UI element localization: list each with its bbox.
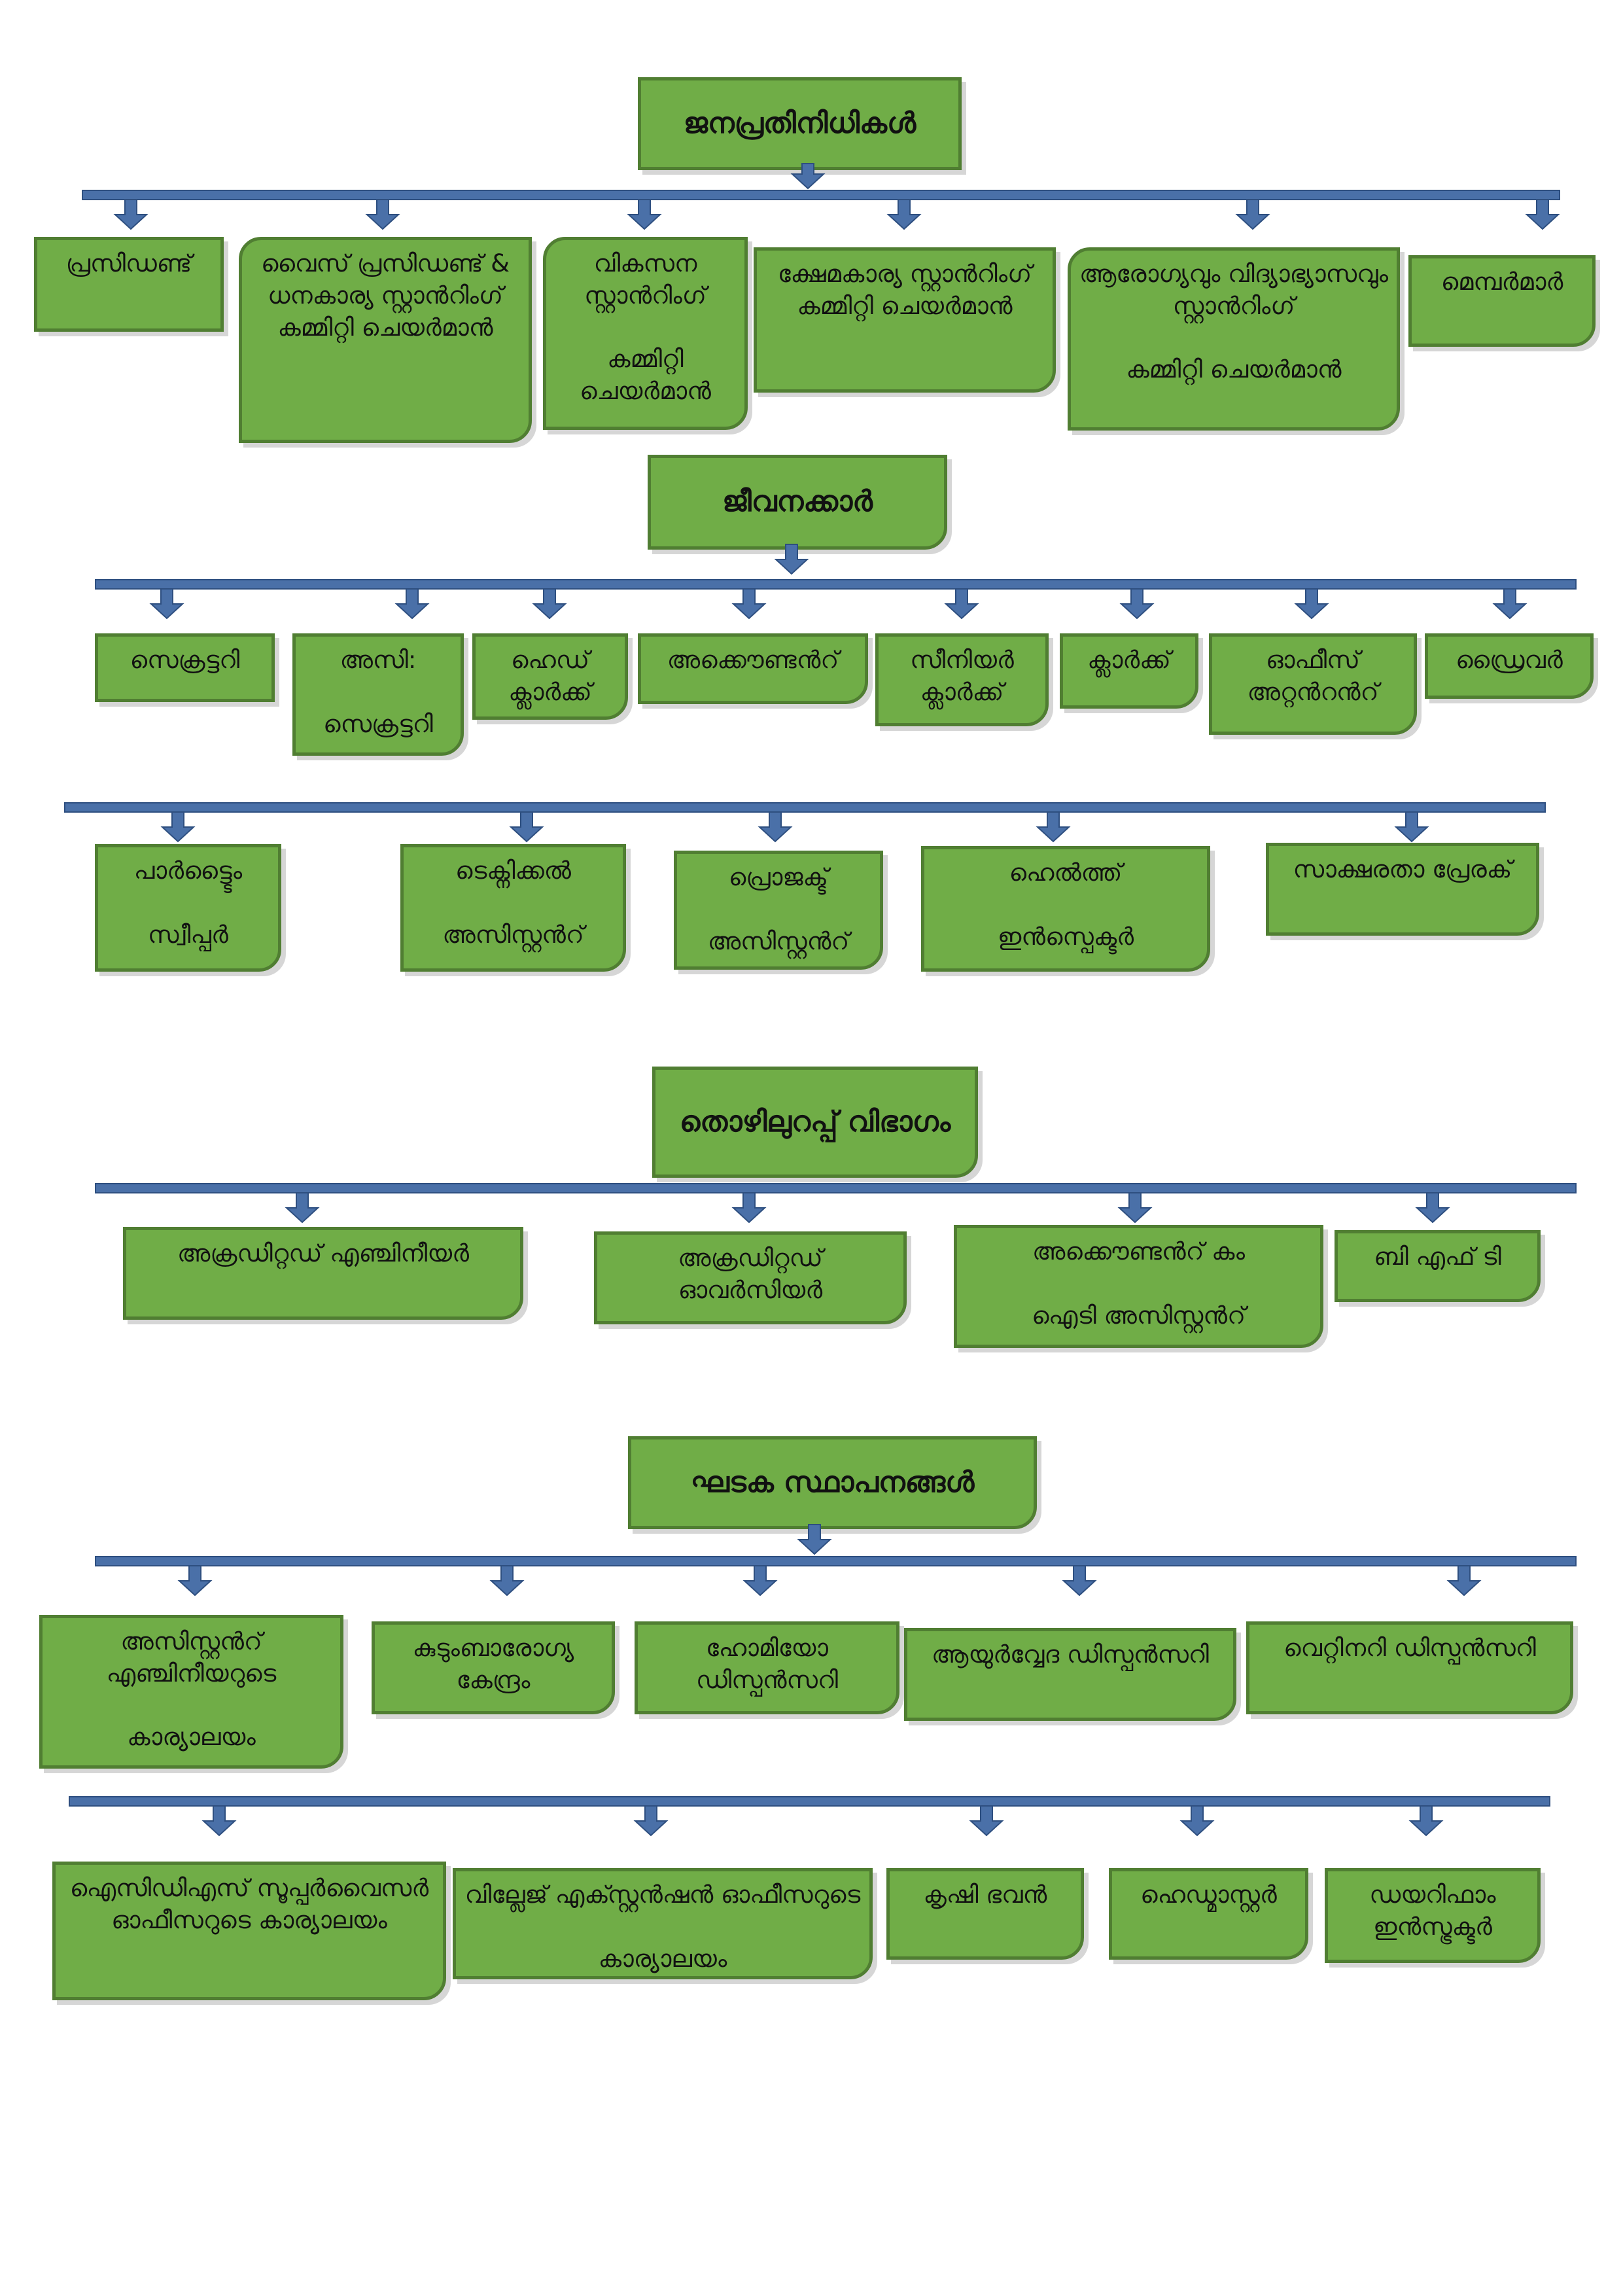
down-arrow-icon <box>1415 1192 1450 1224</box>
rep-members: മെമ്പർമാർ <box>1408 255 1596 347</box>
down-arrow-icon <box>731 588 767 620</box>
down-arrow-icon <box>1235 199 1270 230</box>
staff-project-assistant: പ്രൊജക്ട് അസിസ്റ്റൻറ് <box>674 851 883 970</box>
staff-health-inspector: ഹെൽത്ത് ഇൻസ്പെക്ടർ <box>921 846 1210 972</box>
rep-vice-president: വൈസ് പ്രസിഡണ്ട് & ധനകാര്യ സ്റ്റാൻറിംഗ് ക… <box>239 237 532 443</box>
staff-head-clerk: ഹെഡ് ക്ലാർക്ക് <box>472 633 628 720</box>
down-arrow-icon <box>758 811 793 843</box>
down-arrow-icon <box>509 811 544 843</box>
inst-dairy-farm-instructor: ഡയറിഫാം ഇൻസ്ട്രക്ടർ <box>1325 1868 1541 1963</box>
down-arrow-icon <box>1179 1805 1215 1837</box>
down-arrow-icon <box>1525 199 1560 230</box>
rep-welfare-chair: ക്ഷേമകാര്യ സ്റ്റാൻറിംഗ് കമ്മിറ്റി ചെയർമാ… <box>754 247 1056 393</box>
down-arrow-icon <box>731 1192 767 1224</box>
rep-development-chair: വികസന സ്റ്റാൻറിംഗ് കമ്മിറ്റി ചെയർമാൻ <box>543 237 748 430</box>
staff-technical-assistant: ടെക്നിക്കൽ അസിസ്റ്റൻറ് <box>400 844 626 972</box>
down-arrow-icon <box>1119 588 1155 620</box>
down-arrow-icon <box>1394 811 1429 843</box>
down-arrow-icon <box>394 588 430 620</box>
inst-ayurveda-dispensary: ആയുർവ്വേദ ഡിസ്പൻസറി <box>904 1628 1236 1721</box>
staff-connector-bar <box>95 579 1577 590</box>
down-arrow-icon <box>944 588 979 620</box>
down-arrow-icon <box>160 811 196 843</box>
down-arrow-icon <box>365 199 400 230</box>
inst-veterinary-dispensary: വെറ്റിനറി ഡിസ്പൻസറി <box>1246 1621 1573 1714</box>
down-arrow-icon <box>1117 1192 1153 1224</box>
down-arrow-icon <box>532 588 567 620</box>
staff-office-attendant: ഓഫീസ് അറ്റൻറൻറ് <box>1209 633 1417 735</box>
inst-headmaster: ഹെഡ്മാസ്റ്റർ <box>1109 1868 1308 1960</box>
down-arrow-icon <box>489 1565 525 1597</box>
down-arrow-icon <box>886 199 922 230</box>
down-arrow-icon <box>1036 811 1071 843</box>
down-arrow-icon <box>177 1565 213 1597</box>
down-arrow-icon <box>633 1805 669 1837</box>
staff-secretary: സെക്രട്ടറി <box>95 633 275 702</box>
down-arrow-icon <box>1408 1805 1444 1837</box>
inst-village-extension-office: വില്ലേജ് എക്സ്റ്റൻഷൻ ഓഫീസറുടെ കാര്യാലയം <box>453 1868 873 1979</box>
down-arrow-icon <box>627 199 662 230</box>
down-arrow-icon <box>1062 1565 1097 1597</box>
representatives-title: ജനപ്രതിനിധികൾ <box>638 77 962 170</box>
staff-asst-secretary: അസി: സെക്രട്ടറി <box>292 633 464 756</box>
representatives-connector-bar <box>82 190 1560 200</box>
down-arrow-icon <box>1492 588 1527 620</box>
staff-clerk: ക്ലാർക്ക് <box>1060 633 1198 709</box>
inst-homeo-dispensary: ഹോമിയോ ഡിസ്പൻസറി <box>635 1621 899 1714</box>
inst-asst-engineer-office: അസിസ്റ്റൻറ് എഞ്ചിനീയറുടെ കാര്യാലയം <box>39 1615 343 1769</box>
inst-icds-supervisor-office: ഐസിഡിഎസ് സൂപ്പർവൈസർ ഓഫീസറുടെ കാര്യാലയം <box>52 1862 446 2000</box>
emp-accredited-overseer: അക്രഡിറ്റഡ് ഓവർസിയർ <box>594 1231 907 1324</box>
down-arrow-icon <box>285 1192 320 1224</box>
inst-krishi-bhavan: കൃഷി ഭവൻ <box>886 1868 1084 1960</box>
down-arrow-icon <box>742 1565 778 1597</box>
staff-senior-clerk: സീനിയർ ക്ലാർക്ക് <box>875 633 1049 726</box>
institutions-title: ഘടക സ്ഥാപനങ്ങൾ <box>628 1436 1037 1529</box>
rep-president: പ്രസിഡണ്ട് <box>34 237 224 332</box>
institutions-connector-bar <box>95 1556 1577 1566</box>
employment-connector-bar <box>95 1183 1577 1193</box>
emp-bft: ബി എഫ് ടി <box>1335 1230 1541 1302</box>
staff-title: ജീവനക്കാർ <box>648 455 947 550</box>
staff-row2-connector-bar <box>64 802 1546 813</box>
inst-family-health-centre: കുടുംബാരോഗ്യ കേന്ദ്രം <box>372 1621 615 1714</box>
staff-accountant: അക്കൌണ്ടൻറ് <box>638 633 868 704</box>
down-arrow-icon <box>201 1805 237 1837</box>
emp-accredited-engineer: അക്രഡിറ്റഡ് എഞ്ചിനീയർ <box>123 1227 523 1320</box>
down-arrow-icon <box>1294 588 1329 620</box>
down-arrow-icon <box>149 588 184 620</box>
employment-title: തൊഴിലുറപ്പ് വിഭാഗം <box>652 1067 978 1178</box>
down-arrow-icon <box>969 1805 1004 1837</box>
institutions-row2-connector-bar <box>69 1796 1550 1807</box>
emp-accountant-it-assistant: അക്കൌണ്ടൻറ് കം ഐടി അസിസ്റ്റൻറ് <box>954 1225 1323 1348</box>
down-arrow-icon <box>113 199 148 230</box>
down-arrow-icon <box>1446 1565 1482 1597</box>
staff-parttime-sweeper: പാർട്ട്ടൈം സ്വീപ്പർ <box>95 844 281 972</box>
staff-driver: ഡ്രൈവർ <box>1425 633 1594 699</box>
rep-health-education-chair: ആരോഗ്യവും വിദ്യാഭ്യാസവും സ്റ്റാൻറിംഗ് കമ… <box>1068 247 1400 431</box>
staff-literacy-prerak: സാക്ഷരതാ പ്രേരക് <box>1266 843 1539 936</box>
